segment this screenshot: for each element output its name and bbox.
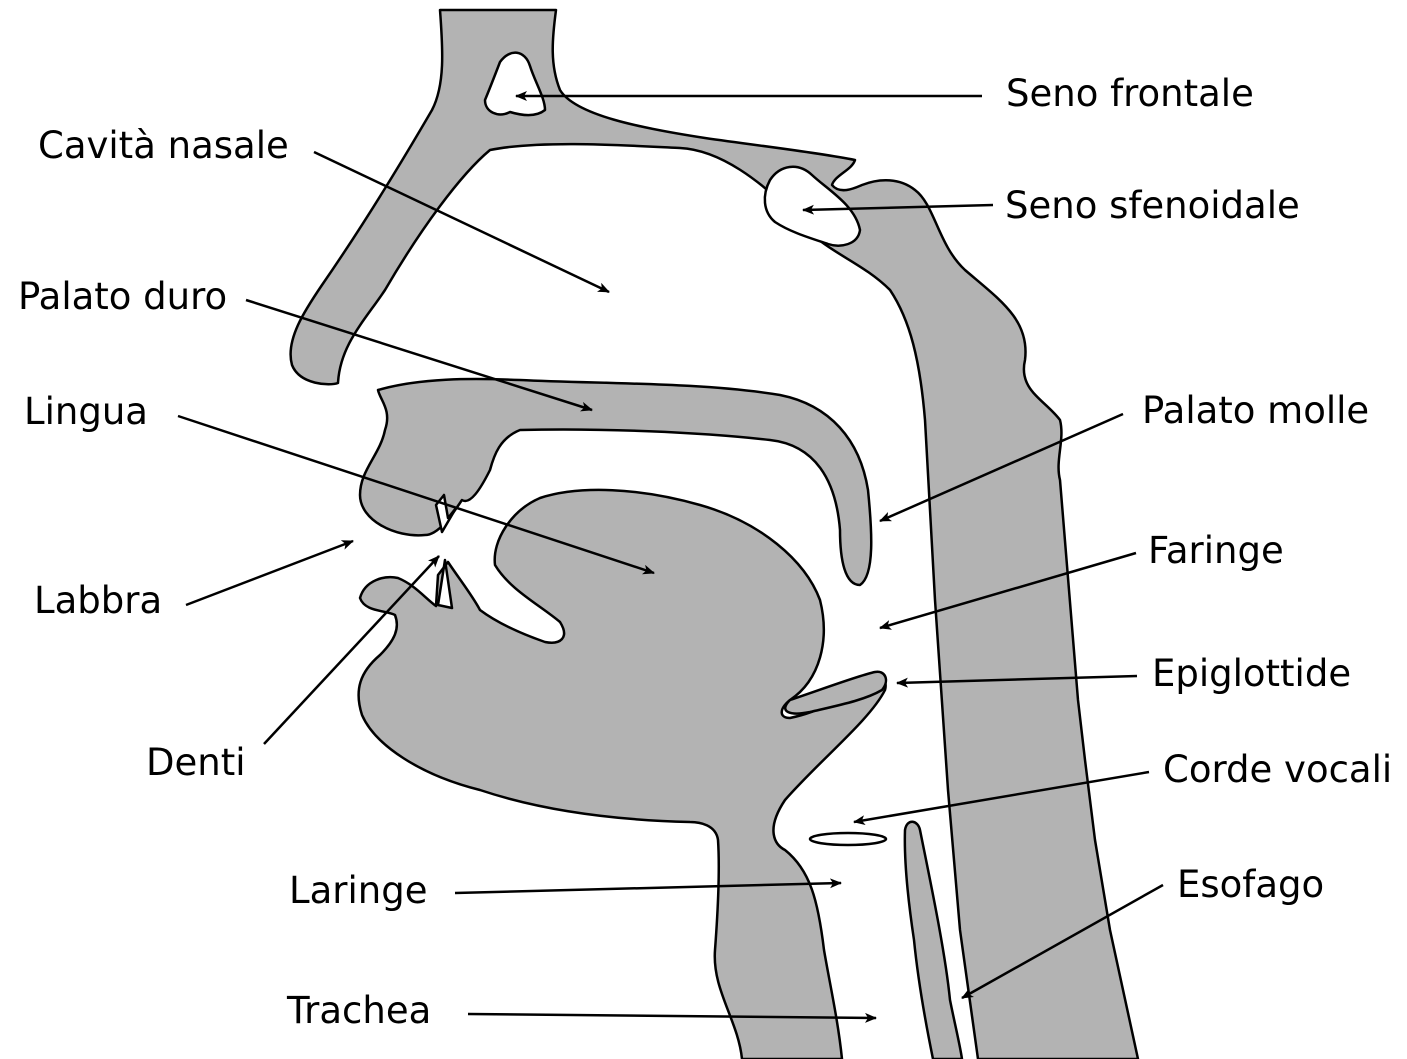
label-nasal-cavity: Cavità nasale bbox=[38, 127, 289, 164]
label-soft-palate: Palato molle bbox=[1142, 392, 1369, 429]
label-pharynx: Faringe bbox=[1148, 532, 1284, 569]
tongue-jaw-neck-shape bbox=[359, 490, 886, 1059]
leader-lips bbox=[186, 541, 353, 605]
label-esophagus: Esofago bbox=[1177, 866, 1324, 903]
label-epiglottis: Epiglottide bbox=[1152, 655, 1351, 692]
label-vocal-cords: Corde vocali bbox=[1163, 751, 1392, 788]
label-tongue: Lingua bbox=[24, 393, 148, 430]
sphenoid-sinus-shape bbox=[765, 167, 860, 246]
label-larynx: Laringe bbox=[289, 872, 427, 909]
label-lips: Labbra bbox=[34, 582, 162, 619]
vocal-cords-shape bbox=[810, 833, 886, 845]
label-frontal-sinus: Seno frontale bbox=[1006, 75, 1254, 112]
label-trachea: Trachea bbox=[287, 992, 431, 1029]
label-hard-palate: Palato duro bbox=[18, 278, 227, 315]
label-teeth: Denti bbox=[146, 744, 246, 781]
label-sphenoid-sinus: Seno sfenoidale bbox=[1005, 187, 1300, 224]
